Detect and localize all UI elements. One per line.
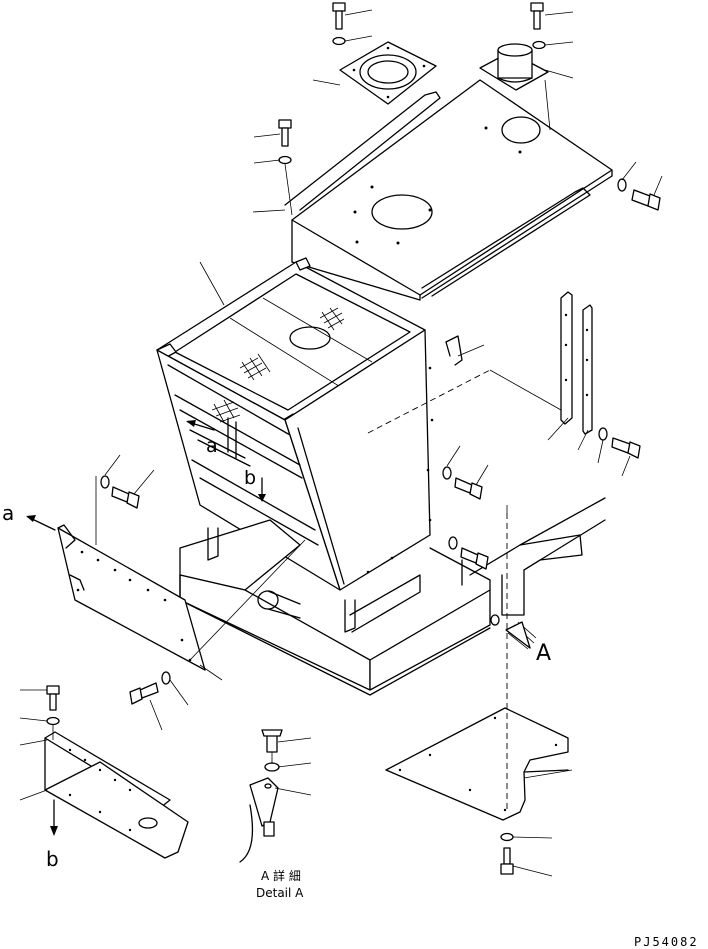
view-label-b-bottom: b bbox=[46, 847, 59, 871]
bolt-panel-top bbox=[100, 475, 140, 509]
view-label-a-left: a bbox=[2, 501, 14, 525]
clip-bracket bbox=[445, 335, 463, 366]
side-panel bbox=[57, 524, 306, 671]
bolt-right-cover bbox=[617, 178, 661, 211]
bolt-top-left bbox=[278, 119, 293, 216]
bolt-right-bracket bbox=[598, 427, 641, 459]
bolt-base-side bbox=[448, 536, 489, 570]
duct-flange bbox=[339, 41, 437, 105]
view-label-A: A bbox=[536, 641, 551, 666]
mesh-patch bbox=[239, 307, 345, 381]
view-marker-a-housing: a bbox=[186, 420, 218, 457]
bolt-bottom-left bbox=[46, 685, 60, 726]
bottom-left-bracket bbox=[44, 731, 189, 859]
bolt-bottom-right bbox=[500, 832, 514, 875]
leader-lines bbox=[19, 9, 663, 877]
cap-with-base bbox=[479, 43, 549, 91]
top-cover bbox=[284, 79, 613, 301]
view-arrow-A: A bbox=[505, 621, 551, 666]
view-label-b-housing: b bbox=[244, 467, 256, 489]
detail-a-label-jp: A 詳 細 bbox=[261, 868, 301, 883]
frame-bracket bbox=[469, 497, 606, 616]
top-cover-opening bbox=[371, 194, 433, 230]
bolt-panel-bottom bbox=[129, 671, 171, 705]
view-marker-a-left: a bbox=[2, 501, 56, 531]
view-marker-b-housing: b bbox=[244, 467, 266, 502]
base-tank bbox=[179, 519, 500, 696]
view-marker-b-bottom: b bbox=[46, 799, 59, 871]
main-housing bbox=[156, 257, 434, 591]
bolt-housing-side bbox=[442, 466, 483, 500]
detail-a-view: A 詳 細 Detail A bbox=[239, 729, 304, 900]
detail-a-label-en: Detail A bbox=[256, 886, 304, 900]
drawing-number: PJ54082 bbox=[634, 935, 699, 949]
vertical-brackets bbox=[367, 291, 593, 435]
top-cover-opening-right bbox=[501, 116, 541, 144]
bolt-top-right bbox=[530, 2, 546, 50]
bottom-right-plate bbox=[385, 707, 569, 821]
view-label-a-housing: a bbox=[206, 435, 218, 457]
bolt-top-center bbox=[332, 2, 346, 46]
